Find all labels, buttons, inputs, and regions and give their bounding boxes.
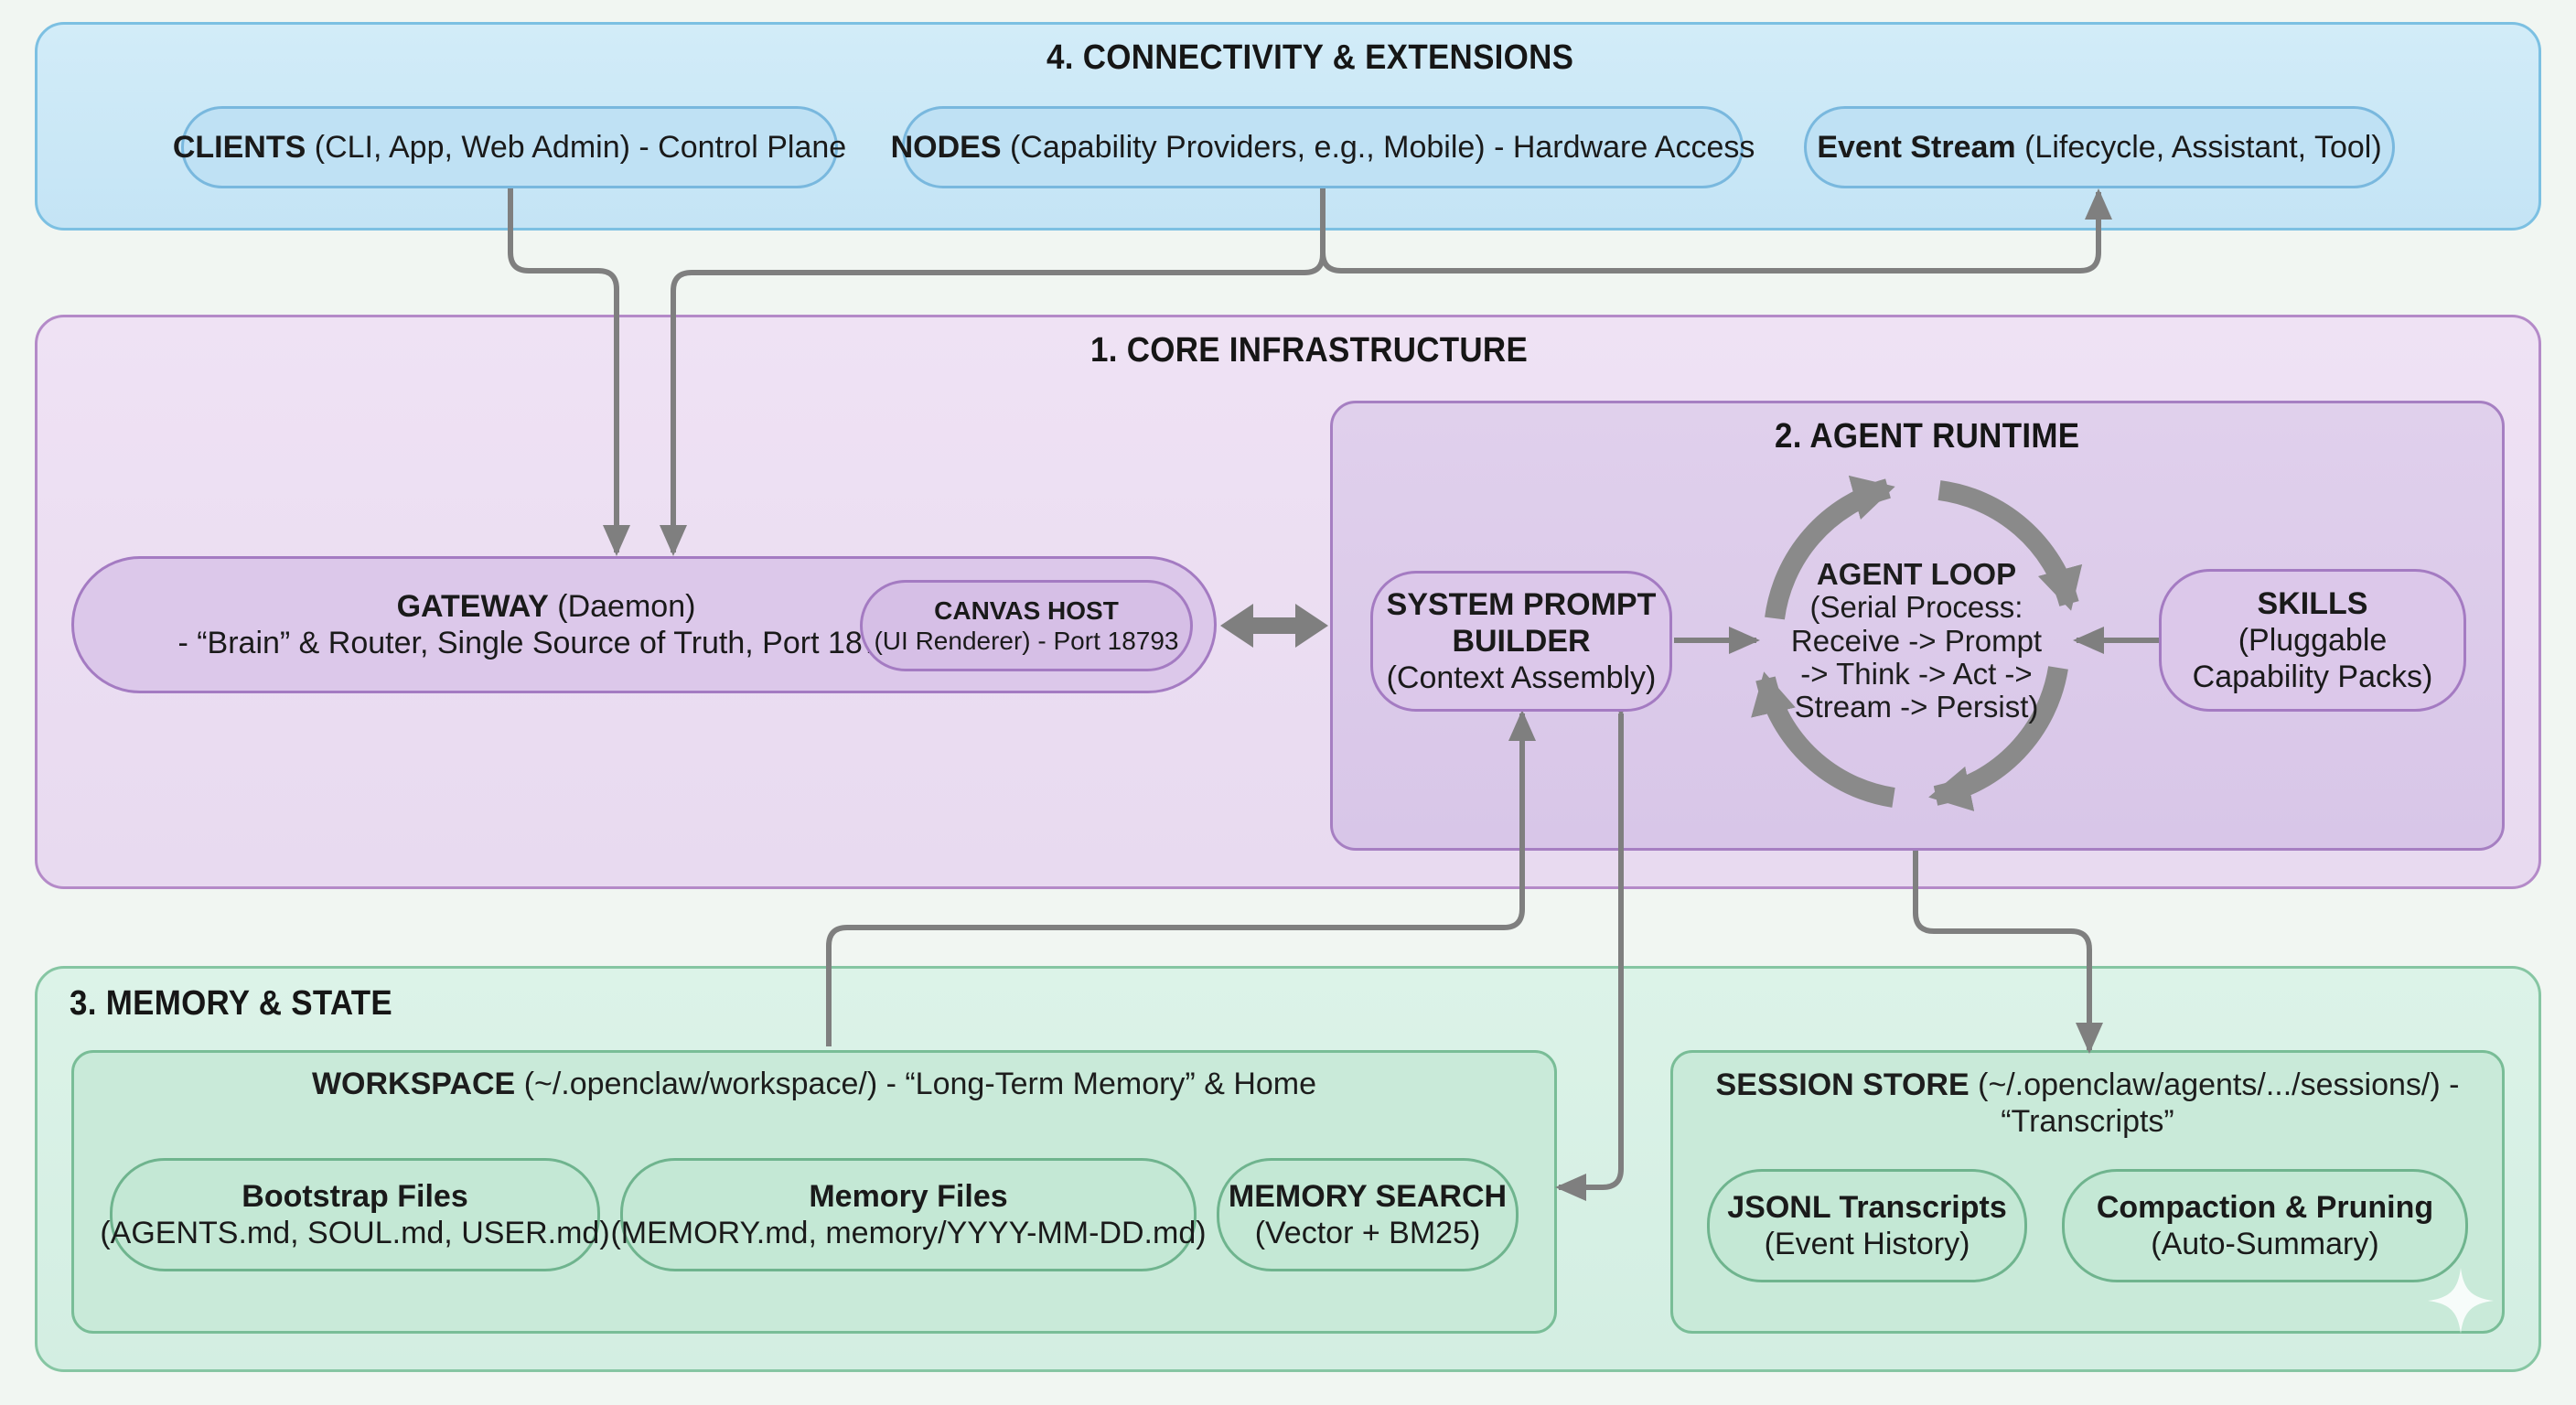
system-prompt-builder-node[interactable]: SYSTEM PROMPT BUILDER (Context Assembly) (1370, 571, 1672, 712)
event-stream-node[interactable]: Event Stream (Lifecycle, Assistant, Tool… (1804, 106, 2395, 188)
clients-label: CLIENTS (172, 129, 306, 165)
memory-files-node[interactable]: Memory Files (MEMORY.md, memory/YYYY-MM-… (610, 1158, 1207, 1271)
workspace-heading: WORKSPACE (~/.openclaw/workspace/) - “Lo… (71, 1067, 1557, 1102)
sparkle-icon (2428, 1268, 2494, 1334)
workspace-detail: (~/.openclaw/workspace/) - “Long-Term Me… (523, 1067, 1317, 1101)
canvas-host-detail: (UI Renderer) - Port 18793 (874, 627, 1179, 655)
bootstrap-files-detail: (AGENTS.md, SOUL.md, USER.md) (100, 1216, 610, 1250)
session-store-subtitle: “Transcripts” (2001, 1104, 2174, 1140)
gateway-description: - “Brain” & Router, Single Source of Tru… (177, 626, 915, 660)
system-prompt-detail: (Context Assembly) (1386, 660, 1657, 696)
skills-detail-2: Capability Packs) (2192, 660, 2433, 695)
agent-loop-node[interactable]: AGENT LOOP (Serial Process: Receive -> P… (1791, 557, 2042, 724)
gateway-role: (Daemon) (557, 588, 696, 624)
gateway-runtime-double-arrow (1220, 604, 1328, 648)
memory-files-label: Memory Files (809, 1178, 1008, 1214)
agent-runtime-title: 2. AGENT RUNTIME (1775, 417, 2080, 456)
session-store-detail: (~/.openclaw/agents/.../sessions/) - (1978, 1067, 2460, 1102)
memory-search-label: MEMORY SEARCH (1228, 1178, 1508, 1214)
memory-search-to-prompt-builder-connector (1555, 686, 1635, 1201)
connectivity-title: 4. CONNECTIVITY & EXTENSIONS (1046, 38, 1574, 77)
agent-loop-line-4: Stream -> Persist) (1794, 690, 2039, 724)
jsonl-transcripts-detail: (Event History) (1764, 1227, 1970, 1261)
clients-node[interactable]: CLIENTS (CLI, App, Web Admin) - Control … (173, 106, 846, 188)
memory-files-detail: (MEMORY.md, memory/YYYY-MM-DD.md) (610, 1216, 1207, 1250)
nodes-to-gateway-connector (660, 188, 1326, 556)
skills-label: SKILLS (2257, 585, 2368, 621)
agent-runtime-to-session-store-connector (1913, 851, 2103, 1054)
agent-loop-line-3: -> Think -> Act -> (1800, 656, 2033, 691)
workspace-to-prompt-builder-connector (826, 710, 1536, 1046)
clients-to-gateway-connector (508, 188, 630, 556)
memory-state-title: 3. MEMORY & STATE (70, 984, 393, 1023)
agent-loop-cycle-arrows (1751, 475, 2083, 811)
agent-loop-line-2: Receive -> Prompt (1790, 623, 2043, 658)
nodes-label: NODES (890, 129, 1002, 165)
skills-node[interactable]: SKILLS (Pluggable Capability Packs) (2159, 569, 2466, 712)
event-stream-detail: (Lifecycle, Assistant, Tool) (2024, 129, 2382, 165)
nodes-detail: (Capability Providers, e.g., Mobile) - H… (1009, 129, 1755, 165)
memory-search-detail: (Vector + BM25) (1254, 1216, 1481, 1250)
session-store-label: SESSION STORE (1715, 1067, 1970, 1102)
workspace-label: WORKSPACE (311, 1067, 516, 1101)
jsonl-transcripts-label: JSONL Transcripts (1727, 1189, 2007, 1225)
clients-detail: (CLI, App, Web Admin) - Control Plane (314, 129, 847, 165)
compaction-pruning-detail: (Auto-Summary) (2151, 1227, 2379, 1261)
agent-loop-line-1: (Serial Process: (1809, 590, 2023, 625)
system-prompt-label-2: BUILDER (1452, 623, 1591, 659)
bootstrap-files-label: Bootstrap Files (242, 1178, 468, 1214)
bootstrap-files-node[interactable]: Bootstrap Files (AGENTS.md, SOUL.md, USE… (100, 1158, 610, 1271)
core-infrastructure-title: 1. CORE INFRASTRUCTURE (1090, 331, 1529, 370)
canvas-host-label: CANVAS HOST (934, 595, 1119, 625)
compaction-pruning-label: Compaction & Pruning (2096, 1189, 2434, 1225)
memory-search-node[interactable]: MEMORY SEARCH (Vector + BM25) (1217, 1158, 1519, 1271)
system-prompt-label-1: SYSTEM PROMPT (1386, 586, 1657, 622)
agent-loop-label: AGENT LOOP (1816, 557, 2017, 591)
event-stream-label: Event Stream (1817, 129, 2016, 165)
session-store-heading: SESSION STORE (~/.openclaw/agents/.../se… (1670, 1067, 2505, 1140)
nodes-node[interactable]: NODES (Capability Providers, e.g., Mobil… (891, 106, 1755, 188)
canvas-host-node[interactable]: CANVAS HOST (UI Renderer) - Port 18793 (860, 580, 1193, 671)
compaction-pruning-node[interactable]: Compaction & Pruning (Auto-Summary) (2062, 1169, 2468, 1282)
jsonl-transcripts-node[interactable]: JSONL Transcripts (Event History) (1707, 1169, 2027, 1282)
skills-detail-1: (Pluggable (2238, 622, 2388, 658)
gateway-label: GATEWAY (396, 588, 549, 624)
nodes-to-event-stream-connector (1320, 188, 2112, 273)
